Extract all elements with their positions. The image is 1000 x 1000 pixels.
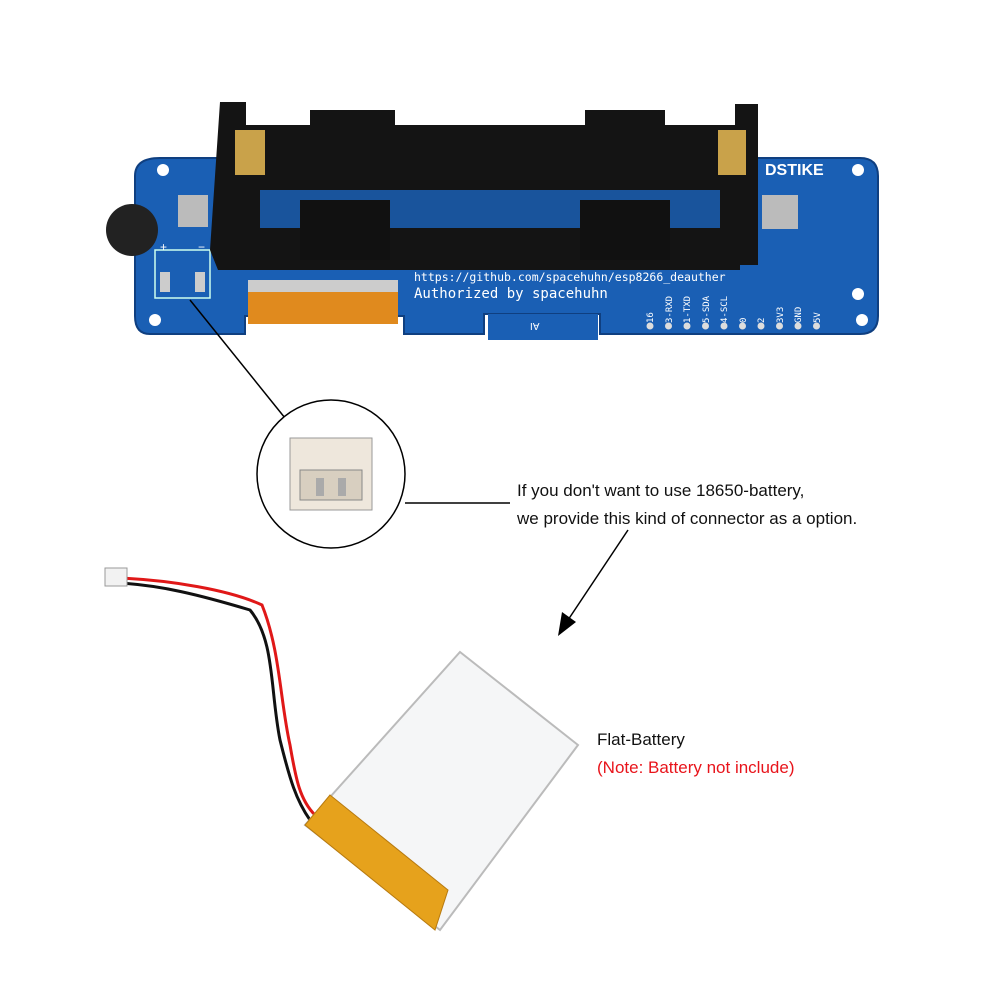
callout-line-2: we provide this kind of connector as a o…	[517, 509, 858, 528]
battery-label: Flat-Battery	[597, 730, 685, 749]
pin-label: 0	[738, 317, 749, 323]
pin-label: 2	[757, 317, 767, 323]
pin-pad	[720, 322, 728, 330]
polarity-minus: −	[198, 240, 206, 254]
pin-label: 5V	[812, 312, 823, 323]
polarity-plus: +	[160, 240, 168, 254]
pin-pad	[794, 322, 802, 330]
battery-note: (Note: Battery not include)	[597, 758, 795, 777]
pin-label: 5-SDA	[701, 295, 712, 323]
pin-label: 16	[646, 312, 656, 323]
brand-label: DSTIKE	[765, 162, 824, 179]
pin-pad	[702, 322, 709, 330]
pin-label: 3V3	[775, 306, 786, 323]
pin-pad	[776, 322, 783, 330]
pin-pad	[646, 322, 654, 330]
callout-text: If you don't want to use 18650-battery, …	[517, 477, 857, 533]
pcb-logo: AI	[530, 320, 540, 331]
pin-label: GND	[794, 306, 804, 323]
pin-pad	[813, 322, 820, 330]
credit-silkscreen: Authorized by spacehuhn	[414, 286, 608, 302]
jst-connector	[289, 437, 373, 511]
pin-label: 1-TXD	[683, 295, 693, 323]
arrow-icon	[558, 612, 576, 636]
pin-pad	[665, 322, 672, 330]
switch-wheel	[106, 204, 158, 256]
pin-pad	[683, 322, 691, 330]
pin-label: 3-RXD	[664, 295, 675, 323]
lipo-battery	[104, 567, 580, 932]
pin-pad	[757, 322, 765, 330]
url-silkscreen: https://github.com/spacehuhn/esp8266_dea…	[414, 270, 726, 284]
battery-holder	[210, 102, 758, 270]
callout-line-1: If you don't want to use 18650-battery,	[517, 481, 805, 500]
pin-label: 4-SCL	[720, 295, 730, 323]
pin-pad	[739, 322, 746, 330]
battery-caption: Flat-Battery (Note: Battery not include)	[597, 726, 794, 782]
